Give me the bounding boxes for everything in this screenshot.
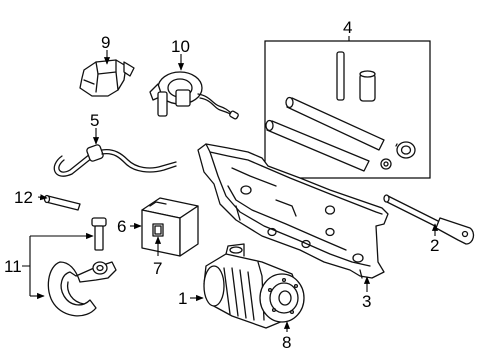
bushing bbox=[395, 141, 416, 159]
part-8-drum-flange[interactable] bbox=[259, 273, 305, 323]
leader-lines bbox=[22, 36, 439, 332]
part-6-module[interactable] bbox=[141, 197, 199, 257]
callout-6: 6 bbox=[117, 217, 126, 236]
callouts: 4 9 10 5 12 6 7 11 2 3 1 8 bbox=[4, 18, 439, 352]
callout-4: 4 bbox=[343, 18, 352, 37]
callout-8: 8 bbox=[282, 333, 291, 352]
tool-kit-box bbox=[264, 40, 431, 179]
part-11-hook[interactable] bbox=[47, 217, 117, 317]
washer bbox=[380, 158, 392, 170]
part-10-switch[interactable] bbox=[149, 71, 239, 120]
callout-2: 2 bbox=[430, 236, 439, 255]
callout-3: 3 bbox=[362, 292, 371, 311]
callout-10: 10 bbox=[171, 37, 190, 56]
callout-12: 12 bbox=[14, 188, 33, 207]
leader-12 bbox=[37, 194, 48, 201]
part-3-winch-frame[interactable] bbox=[197, 143, 389, 279]
callout-1: 1 bbox=[178, 289, 187, 308]
callout-5: 5 bbox=[90, 111, 99, 130]
part-4-tool-kit[interactable] bbox=[264, 40, 431, 179]
part-12-pin[interactable] bbox=[43, 194, 81, 211]
part-7-connector[interactable] bbox=[152, 223, 164, 237]
callout-11: 11 bbox=[4, 257, 22, 276]
part-5-cable[interactable] bbox=[53, 144, 177, 177]
jack-handle-rod bbox=[336, 51, 345, 101]
callout-9: 9 bbox=[101, 33, 110, 52]
leader-11 bbox=[22, 236, 31, 296]
callout-7: 7 bbox=[153, 259, 162, 278]
part-9-bracket[interactable] bbox=[79, 59, 135, 97]
socket-piece bbox=[359, 73, 376, 102]
part-2-rod[interactable] bbox=[383, 194, 475, 245]
